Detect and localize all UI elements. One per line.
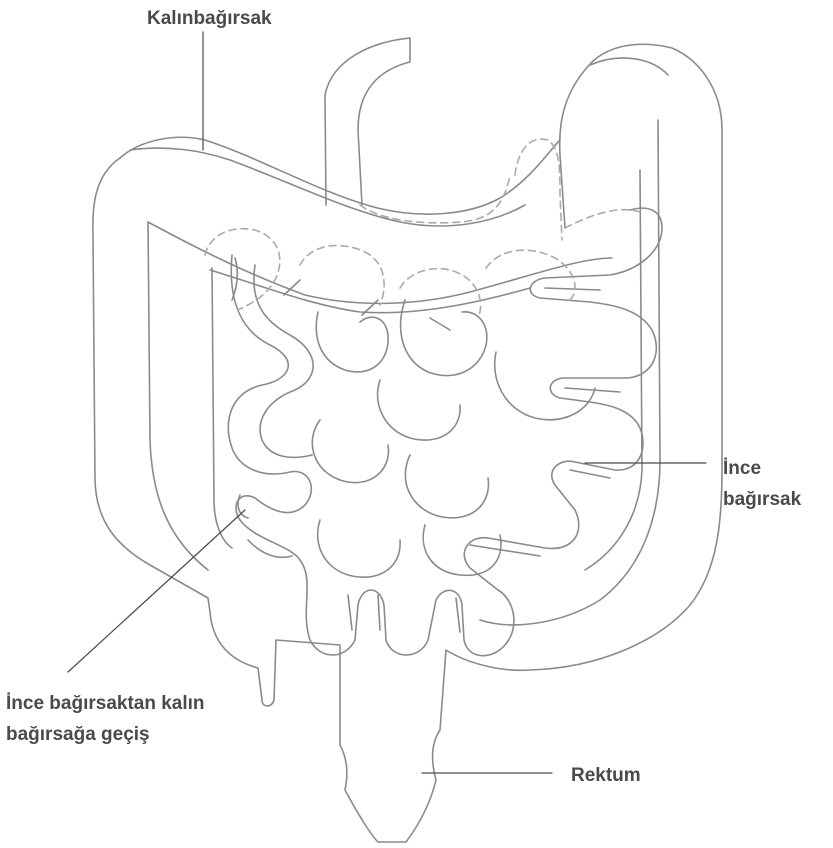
colon-right-inner-wall-2 (212, 268, 232, 548)
leader-lines (68, 32, 706, 773)
hidden-loop-5 (515, 139, 562, 240)
small-intestine-coil-inner-10 (232, 258, 620, 632)
colon-transverse-bottom (148, 222, 612, 303)
colon-left-inner-wall-2 (585, 170, 642, 570)
hidden-loop-7 (565, 210, 640, 228)
colon-left-inner-wall (480, 120, 660, 625)
small-intestine (228, 208, 662, 656)
junction-label-line2: bağırsağa geçiş (6, 719, 205, 750)
colon-left-edge-thin (590, 58, 668, 75)
colon-transverse-inner (130, 148, 525, 226)
small-intestine-label-line1: İnce (723, 453, 801, 484)
small-intestine-label-line2: bağırsak (723, 484, 801, 515)
small-intestine-coil-inner-2 (316, 312, 388, 372)
upper-tube (325, 38, 410, 205)
large-intestine-label: Kalınbağırsak (147, 3, 272, 34)
rectum-label-text: Rektum (571, 760, 641, 791)
colon-transverse-top (120, 137, 560, 214)
small-intestine-coil-inner-8 (318, 520, 400, 577)
junction-label-line1: İnce bağırsaktan kalın (6, 688, 205, 719)
small-intestine-coil-outer (228, 208, 662, 656)
rectum-label: Rektum (571, 760, 641, 791)
small-intestine-coil-inner-7 (405, 455, 488, 518)
small-intestine-coil-inner-9 (423, 525, 501, 575)
colon-right-inner-wall (148, 222, 208, 570)
junction-label: İnce bağırsaktan kalın bağırsağa geçiş (6, 688, 205, 750)
hidden-loop-6 (360, 175, 510, 223)
small-intestine-coil-inner-5 (495, 352, 595, 420)
small-intestine-label: İnce bağırsak (723, 453, 801, 515)
small-intestine-coil-inner-6 (312, 420, 388, 483)
large-intestine-label-text: Kalınbağırsak (147, 3, 272, 34)
leader-line-junction (68, 510, 245, 672)
small-intestine-coil-inner-4 (378, 380, 460, 440)
